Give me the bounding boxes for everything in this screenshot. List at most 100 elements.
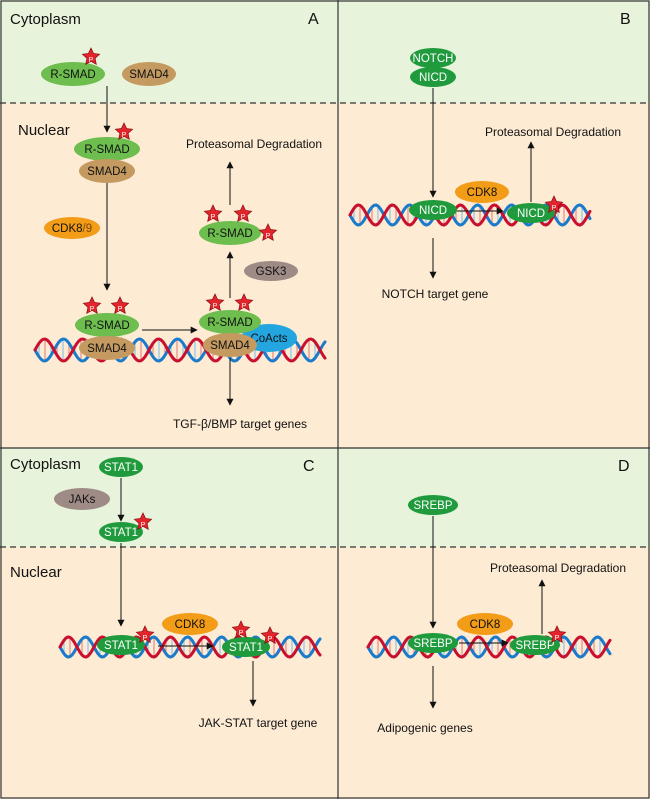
panel-a-letter: A [308,11,319,28]
phospho-star: P [115,122,133,140]
phospho-star: P [134,512,152,530]
phospho-star: P [206,293,224,311]
dna-strand [366,635,612,659]
dna-strand [33,337,327,363]
stat1-double-phospho-label: STAT1 [229,642,263,654]
cdk8-9-label: CDK8/9 [52,223,92,235]
phospho-label: P [268,636,273,643]
notch-receptor: NOTCH [410,48,456,68]
dna-r-smad-right: R-SMAD [199,310,261,334]
proteasomal-degradation-label-a: Proteasomal Degradation [186,137,322,151]
phospho-star: P [259,223,277,241]
panel-a-cytoplasm-label: Cytoplasm [10,11,81,28]
phospho-star: P [235,293,253,311]
dna-smad4-right-label: SMAD4 [210,340,250,352]
stat1-cyto: STAT1 [99,457,143,477]
srebp-phospho: SREBP [510,635,560,655]
nuc-r-smad-1-label: R-SMAD [84,144,129,156]
phospho-label: P [143,635,148,642]
proteasomal-degradation-label-d: Proteasomal Degradation [490,561,626,575]
phospho-label: P [141,522,146,529]
nicd-on-dna-label: NICD [419,205,447,217]
dna-smad4-right: SMAD4 [203,333,257,357]
phospho-label: P [211,214,216,221]
cdk8-9-enzyme: CDK8/9 [44,217,100,239]
proteasomal-degradation-label-b: Proteasomal Degradation [485,125,621,139]
srebp-on-dna: SREBP [408,633,458,653]
cdk8-label-d: CDK8 [470,619,501,631]
phospho-star: P [234,204,252,222]
stat1-on-dna-label: STAT1 [104,640,138,652]
dna-strand [58,635,322,659]
stat1-phospho-cyto: STAT1 [99,522,143,542]
panel-c-cytoplasm-label: Cytoplasm [10,456,81,473]
panel-a-nuclear-label: Nuclear [18,122,70,139]
nuc-r-smad-1: R-SMAD [74,137,140,161]
cdk8-label-b: CDK8 [467,187,498,199]
adipogenic-genes-label: Adipogenic genes [377,721,472,735]
cyto-r-smad: R-SMAD [41,62,105,86]
stat1-phospho-cyto-label: STAT1 [104,527,138,539]
phospho-label: P [239,630,244,637]
stat1-on-dna: STAT1 [97,635,145,655]
phospho-label: P [241,214,246,221]
phospho-star: P [111,296,129,314]
nuc-smad4-1: SMAD4 [79,159,135,183]
nicd-phospho: NICD [507,203,555,223]
phospho-label: P [90,306,95,313]
dna-strand [58,635,322,659]
gsk3-label: GSK3 [256,266,287,278]
phospho-label: P [118,306,123,313]
dna-r-smad-left-label: R-SMAD [84,320,129,332]
gsk3-enzyme: GSK3 [244,261,298,281]
notch-label: NOTCH [413,53,454,65]
phospho-star: P [136,625,154,643]
panel-a: Cytoplasm A Nuclear R-SMAD P SMAD4 R-SMA… [10,11,322,431]
panel-d-letter: D [618,458,630,475]
phospho-star: P [232,620,250,638]
nicd-on-dna: NICD [409,200,457,220]
tgf-target-genes-label: TGF-β/BMP target genes [173,417,307,431]
phospho-label: P [266,233,271,240]
dna-r-smad-left: R-SMAD [75,313,139,337]
notch-target-gene-label: NOTCH target gene [382,287,489,301]
srebp-on-dna-label: SREBP [414,638,453,650]
panel-d: D SREBP CDK8 SREBP SREBP P Proteasomal D… [377,458,629,735]
cdk8-label-c: CDK8 [175,619,206,631]
phospho-label: P [552,205,557,212]
panel-c-d-nucleus-bg [0,547,650,799]
dna-r-smad-right-label: R-SMAD [207,317,252,329]
stat1-cyto-label: STAT1 [104,462,138,474]
degraded-r-smad-label: R-SMAD [207,228,252,240]
dna-smad4-left-label: SMAD4 [87,343,127,355]
stat1-double-phospho: STAT1 [222,637,270,657]
phospho-label: P [122,132,127,139]
phospho-label: P [213,303,218,310]
nicd-phospho-label: NICD [517,208,545,220]
nuc-smad4-1-label: SMAD4 [87,166,127,178]
srebp-cyto: SREBP [408,495,458,515]
panel-a-b-cytoplasm-bg [0,0,650,103]
jaks-label: JAKs [69,494,96,506]
panel-c-letter: C [303,458,315,475]
phospho-star: P [83,296,101,314]
phospho-label: P [555,635,560,642]
cdk8-enzyme-d: CDK8 [457,613,513,635]
phospho-star: P [261,626,279,644]
nicd-cyto-label: NICD [419,72,447,84]
panel-c-nuclear-label: Nuclear [10,564,62,581]
dna-strand [348,203,592,227]
srebp-phospho-label: SREBP [516,640,555,652]
jak-stat-target-gene-label: JAK-STAT target gene [199,716,318,730]
phospho-star: P [548,625,566,643]
coacts-label: CoActs [250,333,287,345]
phospho-label: P [89,57,94,64]
panel-b: B NOTCH NICD CDK8 NICD NICD P Proteasoma… [382,11,631,301]
cyto-smad4-label: SMAD4 [129,69,169,81]
phospho-label: P [242,303,247,310]
phospho-star: P [545,195,563,213]
phospho-star: P [204,204,222,222]
